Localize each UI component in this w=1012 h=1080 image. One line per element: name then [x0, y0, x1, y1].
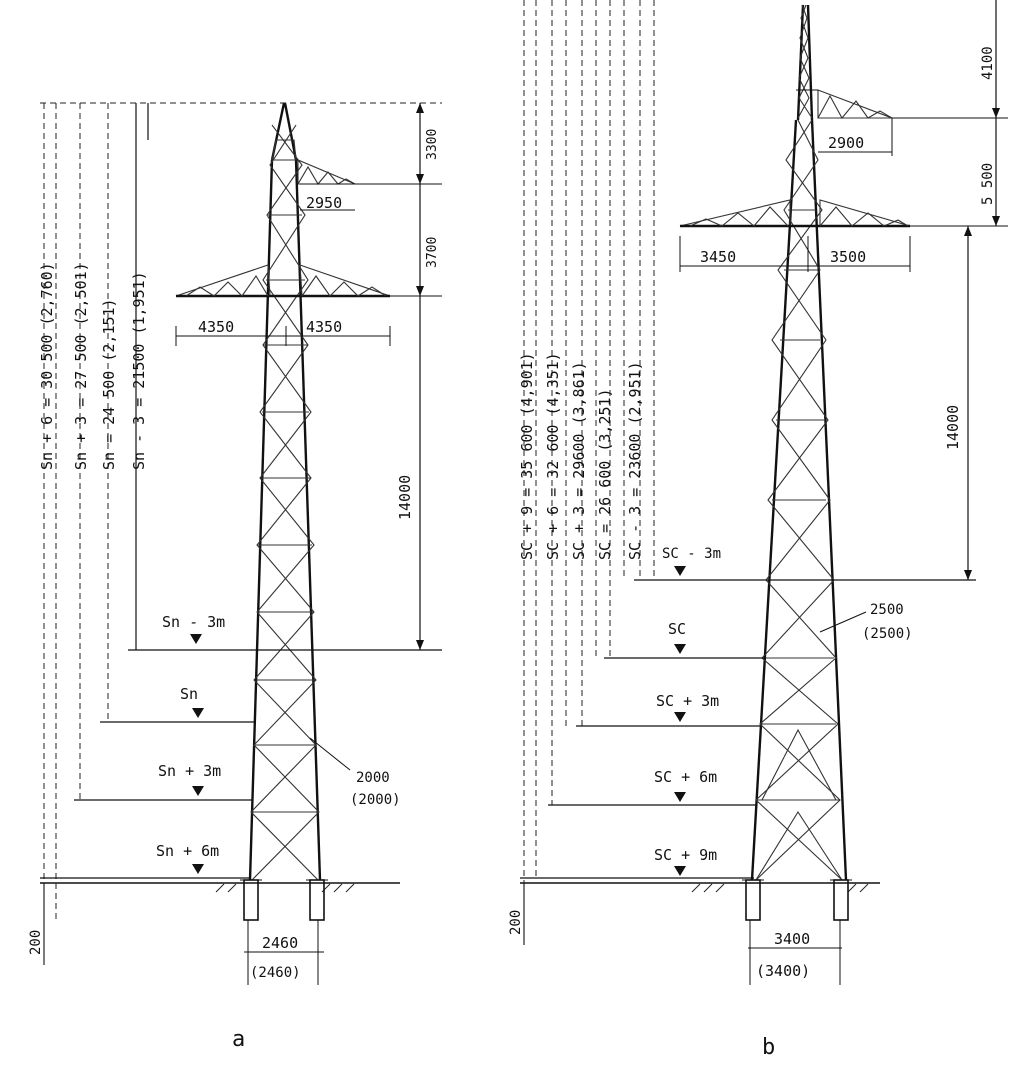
- base-a: 2460: [262, 934, 298, 952]
- level-a-2: Sn: [180, 685, 198, 703]
- figure-a: Sn + 6 = 30 500 (2,760) Sn + 3 = 27 500 …: [28, 102, 442, 1052]
- figure-label-a: a: [232, 1027, 245, 1052]
- base-b: 3400: [774, 930, 810, 948]
- height-label-b-3: SC + 3 = 29600 (3,861): [570, 361, 588, 560]
- tower-a: [175, 102, 391, 921]
- level-a-1: Sn - 3m: [162, 613, 225, 631]
- arm-upper-b: 2900: [828, 134, 864, 152]
- ground-hatch-a: [215, 883, 355, 893]
- height-label-a-2: Sn + 3 = 27 500 (2,501): [72, 262, 90, 470]
- arm-left-b: 3450: [700, 248, 736, 266]
- base-dims-a: 200 2460 (2460): [28, 883, 324, 985]
- height-label-a-4: Sn - 3 = 21500 (1,951): [130, 271, 148, 470]
- ground-hatch-b: [691, 883, 869, 893]
- base-paren-a: (2460): [250, 965, 301, 981]
- level-markers-b: SC - 3m SC SC + 3m SC + 6m SC + 9m: [654, 546, 721, 876]
- height-label-b-5: SC - 3 = 23600 (2,951): [626, 361, 644, 560]
- height-label-b-4: SC = 26 600 (3,251): [596, 388, 614, 560]
- height-label-b-1: SC + 9 = 35 600 (4,901): [518, 352, 536, 560]
- level-b-1: SC - 3m: [662, 546, 721, 562]
- height-label-a-3: Sn = 24 500 (2,151): [100, 298, 118, 470]
- dim-peak-b: 4100: [980, 46, 996, 80]
- arm-dims-a: 2950 4350 4350: [175, 194, 391, 346]
- height-label-group-a: Sn + 6 = 30 500 (2,760) Sn + 3 = 27 500 …: [38, 262, 148, 470]
- level-a-3: Sn + 3m: [158, 762, 221, 780]
- level-markers-a: Sn - 3m Sn Sn + 3m Sn + 6m: [156, 613, 225, 874]
- waist-b: 2500: [870, 602, 904, 618]
- figure-b: SC + 9 = 35 600 (4,901) SC + 6 = 32 600 …: [508, 0, 1008, 1060]
- base-paren-b: (3400): [756, 962, 810, 980]
- waist-paren-a: (2000): [350, 792, 401, 808]
- foundation-a: 200: [28, 930, 44, 955]
- level-a-4: Sn + 6m: [156, 842, 219, 860]
- waist-callout-a: 2000 (2000): [309, 737, 401, 808]
- dim-main-a: 14000: [396, 475, 414, 520]
- base-dims-b: 200 3400 (3400): [508, 883, 842, 985]
- waist-a: 2000: [356, 770, 390, 786]
- dimension-chain-b: 4100 5 500 14000: [892, 0, 1008, 580]
- height-label-group-b: SC + 9 = 35 600 (4,901) SC + 6 = 32 600 …: [518, 352, 644, 560]
- figure-label-b: b: [762, 1035, 775, 1060]
- height-lines-b: [520, 0, 976, 883]
- dim-peak-a: 3300: [425, 129, 440, 160]
- tower-b: [679, 4, 911, 921]
- height-lines-a: [40, 102, 442, 920]
- dim-main-b: 14000: [944, 405, 962, 450]
- dim-upper-b: 5 500: [980, 163, 996, 205]
- waist-paren-b: (2500): [862, 626, 913, 642]
- arm-dims-b: 2900 3450 3500: [679, 118, 911, 272]
- waist-callout-b: 2500 (2500): [819, 602, 913, 642]
- arm-left-a: 4350: [198, 318, 234, 336]
- level-b-2: SC: [668, 620, 686, 638]
- arm-right-a: 4350: [306, 318, 342, 336]
- height-label-a-1: Sn + 6 = 30 500 (2,760): [38, 262, 56, 470]
- dimension-chain-a: 3300 3700 14000: [300, 103, 442, 650]
- level-b-5: SC + 9m: [654, 846, 717, 864]
- foundation-b: 200: [508, 910, 524, 935]
- arm-upper-a: 2950: [306, 194, 342, 212]
- height-label-b-2: SC + 6 = 32 600 (4,351): [544, 352, 562, 560]
- arm-right-b: 3500: [830, 248, 866, 266]
- dim-upper-a: 3700: [425, 237, 440, 268]
- level-b-3: SC + 3m: [656, 692, 719, 710]
- level-b-4: SC + 6m: [654, 768, 717, 786]
